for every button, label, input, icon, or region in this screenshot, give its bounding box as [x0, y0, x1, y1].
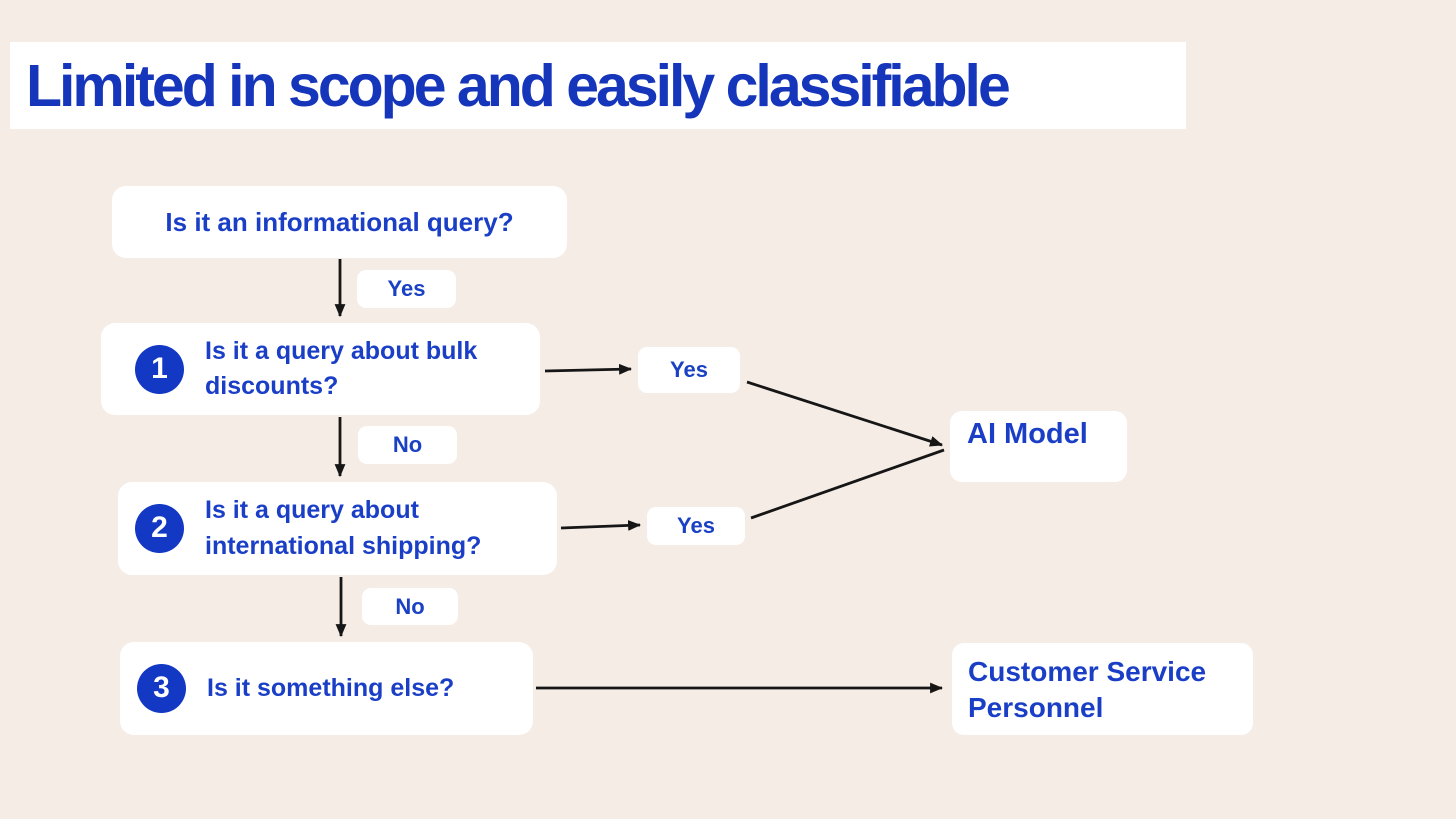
title-banner: Limited in scope and easily classifiable — [10, 42, 1186, 129]
outcome-ai-model: AI Model — [950, 411, 1127, 482]
step-2-question-text: Is it a query about international shippi… — [205, 496, 482, 560]
label-step2-yes-text: Yes — [677, 513, 715, 538]
step-1-question-text: Is it a query about bulk discounts? — [205, 336, 478, 401]
step-2-number-badge: 2 — [135, 504, 184, 553]
edge-yes2-to-ai-model — [750, 448, 945, 520]
step-3-card: 3 Is it something else? — [120, 642, 533, 735]
step-2-card: 2 Is it a query about international ship… — [118, 482, 557, 575]
root-question-card: Is it an informational query? — [112, 186, 567, 258]
edge-step1-to-yes — [544, 363, 633, 375]
page-title: Limited in scope and easily classifiable — [26, 52, 1011, 119]
step-1-card: 1 Is it a query about bulk discounts? — [101, 323, 540, 415]
root-question-text: Is it an informational query? — [165, 206, 514, 237]
edge-yes1-to-ai-model — [746, 380, 944, 447]
label-step2-yes: Yes — [647, 507, 745, 545]
step-3-question-text: Is it something else? — [207, 673, 455, 702]
label-root-yes-text: Yes — [387, 276, 426, 301]
label-step1-no: No — [358, 426, 457, 464]
step-3-number-badge: 3 — [137, 664, 186, 713]
step-1-number-badge: 1 — [135, 344, 184, 394]
outcome-customer-service-text: Customer Service Personnel — [968, 656, 1207, 724]
label-step2-no: No — [362, 588, 458, 625]
outcome-customer-service: Customer Service Personnel — [952, 643, 1253, 735]
label-step1-yes: Yes — [638, 347, 740, 393]
label-step2-no-text: No — [395, 593, 425, 619]
outcome-ai-model-text: AI Model — [967, 418, 1088, 450]
label-step1-no-text: No — [392, 432, 423, 457]
label-root-yes: Yes — [357, 270, 456, 308]
edge-step2-to-yes — [560, 520, 642, 531]
label-step1-yes-text: Yes — [670, 357, 708, 382]
